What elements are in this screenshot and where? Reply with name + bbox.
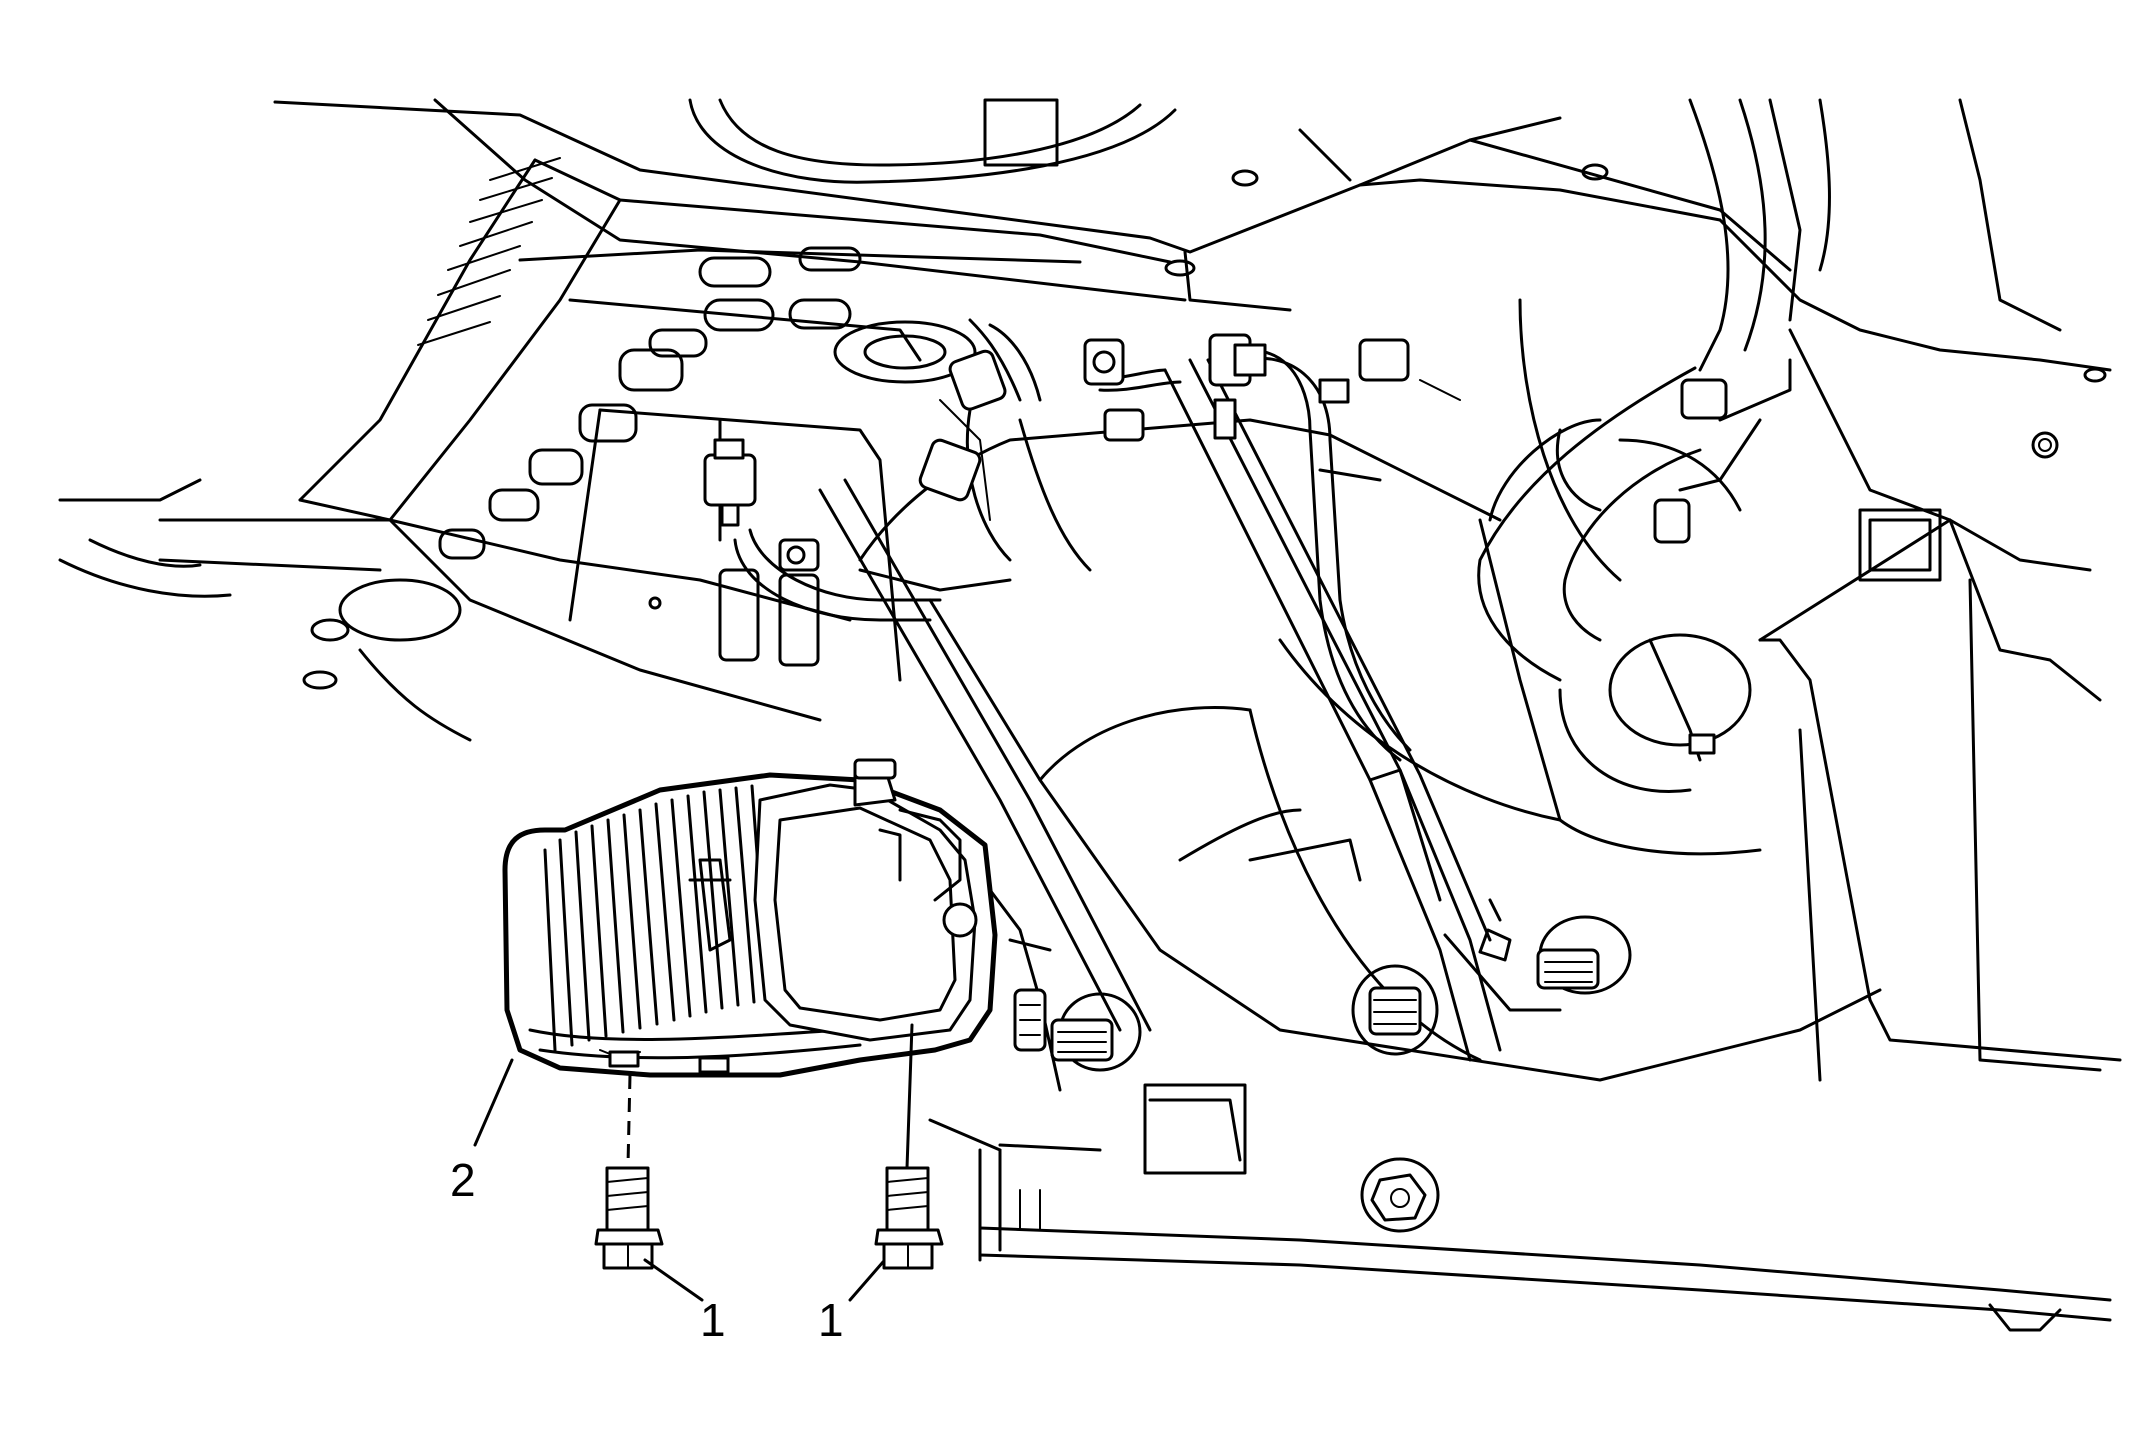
bolt-right xyxy=(874,1023,944,1270)
canister-bracket xyxy=(988,888,1062,1092)
panel-holes xyxy=(302,246,977,742)
fasteners xyxy=(1050,898,1632,1233)
callout-leaders xyxy=(473,1058,885,1302)
vapor-lines xyxy=(718,318,1412,762)
floor-pan-outline xyxy=(273,98,1792,312)
cross-member xyxy=(158,158,1172,722)
right-body-side xyxy=(1718,98,2122,1082)
bottom-rail xyxy=(928,1083,2112,1332)
connectors xyxy=(703,333,1461,572)
callout-label-bolt-left: 1 xyxy=(700,1294,726,1346)
evap-canister xyxy=(502,758,998,1078)
filler-hoses xyxy=(1477,98,1831,793)
callout-label-canister: 2 xyxy=(450,1154,476,1206)
callout-label-bolt-right: 1 xyxy=(818,1294,844,1346)
fuel-tank xyxy=(858,418,1882,1082)
bolt-left xyxy=(594,1074,664,1270)
tank-straps xyxy=(818,358,1562,1062)
left-body-ribs xyxy=(58,157,561,598)
